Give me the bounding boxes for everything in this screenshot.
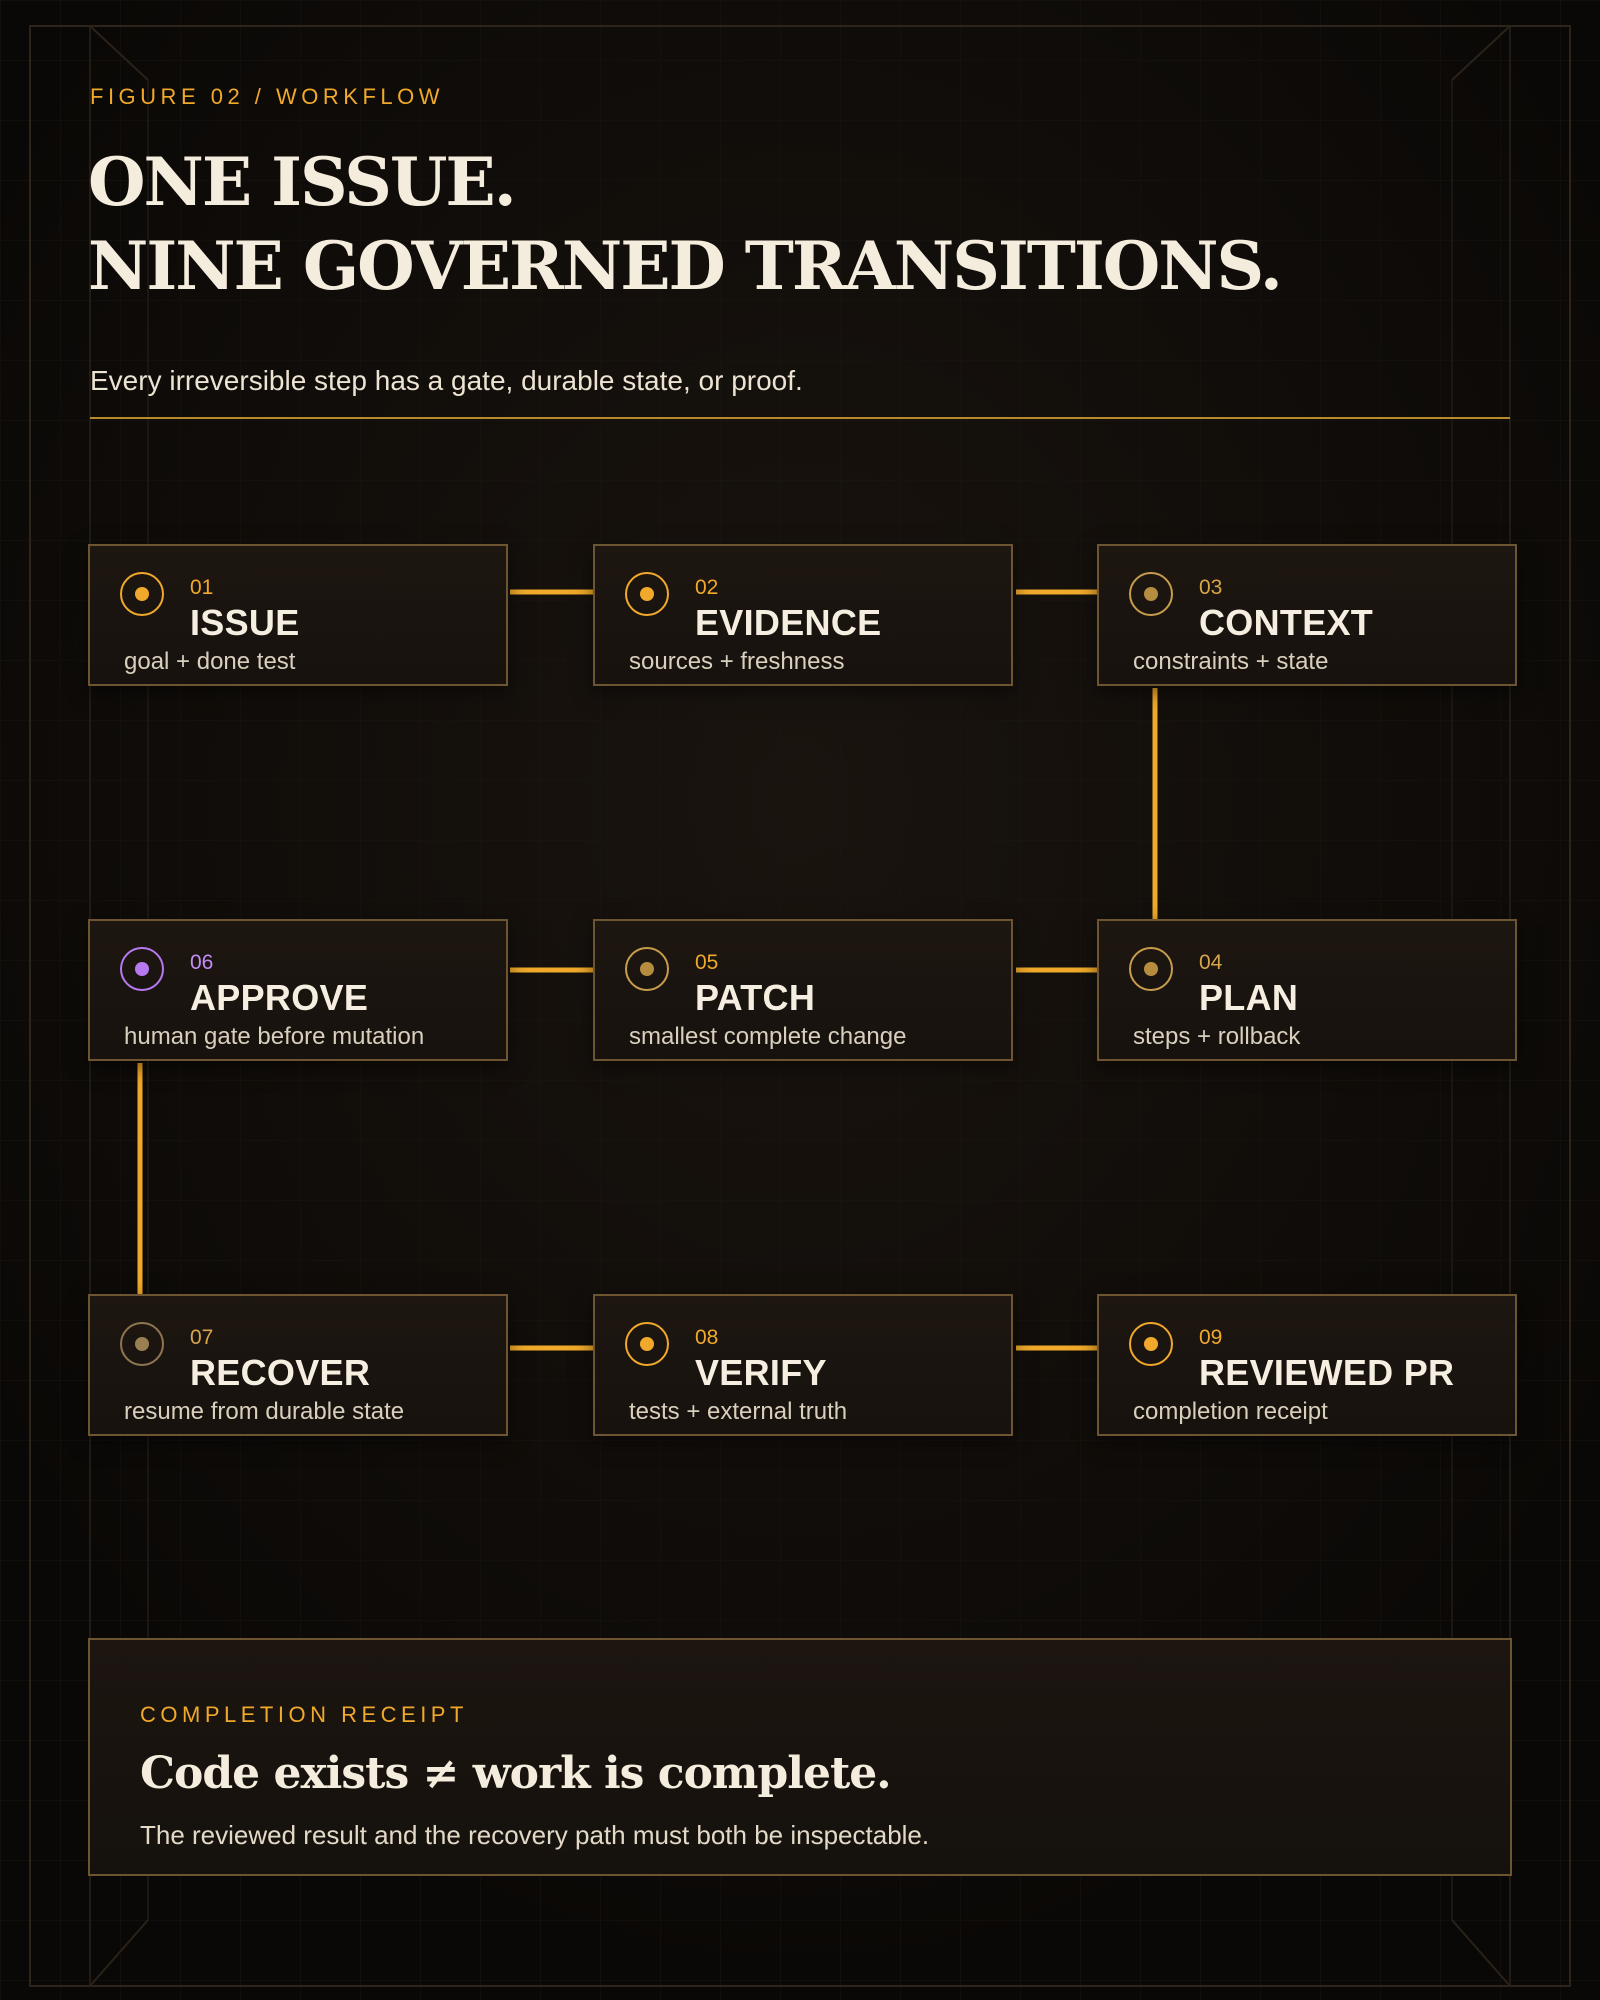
- title-line-1: ONE ISSUE.: [88, 143, 517, 221]
- step-node-context: 03 CONTEXT constraints + state: [1097, 544, 1517, 686]
- step-name: ISSUE: [190, 602, 300, 643]
- step-name: PLAN: [1199, 977, 1299, 1018]
- step-number: 09: [1199, 1326, 1223, 1349]
- step-name: EVIDENCE: [695, 602, 882, 643]
- page-title: ONE ISSUE. NINE GOVERNED TRANSITIONS.: [88, 140, 1283, 308]
- step-node-approve: 06 APPROVE human gate before mutation: [88, 919, 508, 1061]
- step-description: constraints + state: [1133, 648, 1329, 675]
- connector-lines: [137, 589, 1158, 1351]
- step-node-patch: 05 PATCH smallest complete change: [593, 919, 1013, 1061]
- status-dot-icon: [120, 1322, 164, 1366]
- status-dot-icon: [625, 1322, 669, 1366]
- step-number: 08: [695, 1326, 719, 1349]
- status-dot-icon: [120, 572, 164, 616]
- status-dot-icon: [625, 572, 669, 616]
- step-node-issue: 01 ISSUE goal + done test: [88, 544, 508, 686]
- step-number: 07: [190, 1326, 214, 1349]
- gate-dot-icon: [120, 947, 164, 991]
- step-node-verify: 08 VERIFY tests + external truth: [593, 1294, 1013, 1436]
- step-number: 01: [190, 576, 214, 599]
- step-number: 06: [190, 951, 214, 974]
- page-subtitle: Every irreversible step has a gate, dura…: [90, 365, 803, 396]
- status-dot-icon: [1129, 947, 1173, 991]
- receipt-headline: Code exists ≠ work is complete.: [140, 1748, 892, 1799]
- completion-receipt-card: COMPLETION RECEIPT Code exists ≠ work is…: [88, 1638, 1512, 1876]
- step-description: steps + rollback: [1133, 1023, 1301, 1050]
- step-description: tests + external truth: [629, 1398, 848, 1425]
- status-dot-icon: [1129, 1322, 1173, 1366]
- step-name: VERIFY: [695, 1352, 827, 1393]
- step-description: human gate before mutation: [124, 1023, 425, 1050]
- step-name: REVIEWED PR: [1199, 1352, 1455, 1393]
- step-name: RECOVER: [190, 1352, 371, 1393]
- header-divider: [90, 417, 1510, 419]
- step-name: CONTEXT: [1199, 602, 1374, 643]
- step-node-reviewed-pr: 09 REVIEWED PR completion receipt: [1097, 1294, 1517, 1436]
- step-number: 03: [1199, 576, 1223, 599]
- step-description: goal + done test: [124, 648, 296, 675]
- step-number: 04: [1199, 951, 1223, 974]
- receipt-body: The reviewed result and the recovery pat…: [140, 1820, 930, 1850]
- step-number: 02: [695, 576, 719, 599]
- receipt-label: COMPLETION RECEIPT: [140, 1702, 468, 1727]
- status-dot-icon: [625, 947, 669, 991]
- title-line-2: NINE GOVERNED TRANSITIONS.: [88, 227, 1283, 305]
- step-node-plan: 04 PLAN steps + rollback: [1097, 919, 1517, 1061]
- step-name: PATCH: [695, 977, 816, 1018]
- step-description: smallest complete change: [629, 1023, 907, 1050]
- step-node-recover: 07 RECOVER resume from durable state: [88, 1294, 508, 1436]
- step-description: resume from durable state: [124, 1398, 405, 1425]
- figure-eyebrow: FIGURE 02 / WORKFLOW: [90, 84, 445, 109]
- step-name: APPROVE: [190, 977, 369, 1018]
- status-dot-icon: [1129, 572, 1173, 616]
- step-description: sources + freshness: [629, 648, 845, 675]
- step-number: 05: [695, 951, 719, 974]
- step-description: completion receipt: [1133, 1398, 1328, 1425]
- step-node-evidence: 02 EVIDENCE sources + freshness: [593, 544, 1013, 686]
